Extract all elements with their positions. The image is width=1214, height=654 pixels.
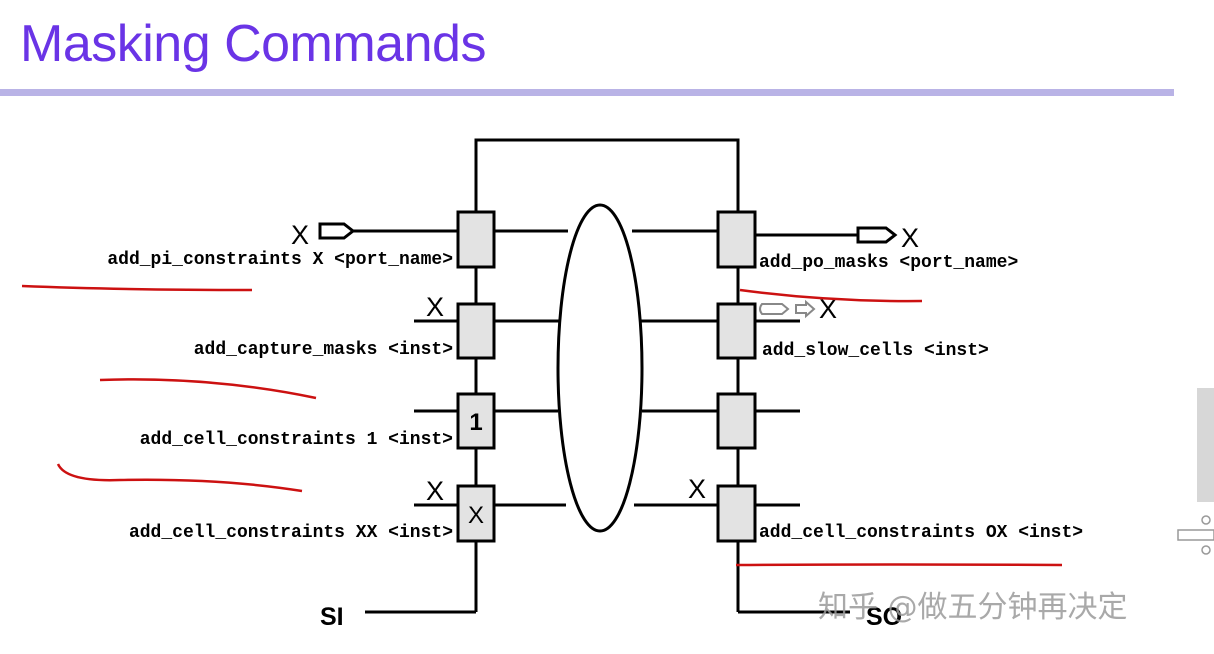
scan-cell-cellox xyxy=(716,484,757,543)
scan-cell-capture xyxy=(456,302,496,360)
label-add-cell-constraints-1: add_cell_constraints 1 <inst> xyxy=(140,430,453,450)
po-port-icon xyxy=(856,226,898,244)
label-add-cell-constraints-ox: add_cell_constraints OX <inst> xyxy=(759,523,1083,543)
scan-cell-r3 xyxy=(716,392,757,450)
scan-chain-top-loop xyxy=(474,138,740,212)
scan-cell-slow xyxy=(716,302,757,360)
label-add-cell-constraints-xx: add_cell_constraints XX <inst> xyxy=(129,523,453,543)
so-label: SO xyxy=(866,603,902,631)
red-underline-capture xyxy=(99,378,317,400)
label-add-capture-masks: add_capture_masks <inst> xyxy=(194,340,453,360)
red-underline-pi xyxy=(21,284,253,292)
slow-arrow-icon xyxy=(795,299,816,319)
side-scroll-tab[interactable] xyxy=(1197,388,1214,502)
capture-x-mark: X xyxy=(426,292,444,322)
combinational-logic-ellipse xyxy=(556,203,644,533)
scan-cell-cellxx xyxy=(456,484,496,543)
red-underline-cell1 xyxy=(56,463,303,493)
po-x-mark: X xyxy=(901,223,919,253)
label-add-po-masks: add_po_masks <port_name> xyxy=(759,253,1018,273)
watermark-text: 知乎 @做五分钟再决定 xyxy=(818,590,1128,625)
label-add-slow-cells: add_slow_cells <inst> xyxy=(762,341,989,361)
si-label: SI xyxy=(320,603,344,631)
red-underline-po xyxy=(739,288,923,303)
cellxx-value: X xyxy=(468,502,484,529)
scan-cell-po xyxy=(716,210,757,269)
label-add-pi-constraints: add_pi_constraints X <port_name> xyxy=(107,250,453,270)
resize-handle-icon xyxy=(1177,515,1214,555)
scan-cell-cell1 xyxy=(456,392,496,450)
red-underline-cellox xyxy=(735,563,1063,567)
scan-cell-pi xyxy=(456,210,496,269)
title-rule xyxy=(0,89,1174,96)
cell1-value: 1 xyxy=(469,409,482,436)
pi-port-icon xyxy=(318,222,356,240)
slide-title: Masking Commands xyxy=(20,15,486,73)
slow-x-mark: X xyxy=(819,294,837,324)
cellxx-x-mark: X xyxy=(426,476,444,506)
cellox-x-mark: X xyxy=(688,474,706,504)
pi-x-mark: X xyxy=(291,220,309,250)
slow-clock-icon xyxy=(759,303,790,315)
